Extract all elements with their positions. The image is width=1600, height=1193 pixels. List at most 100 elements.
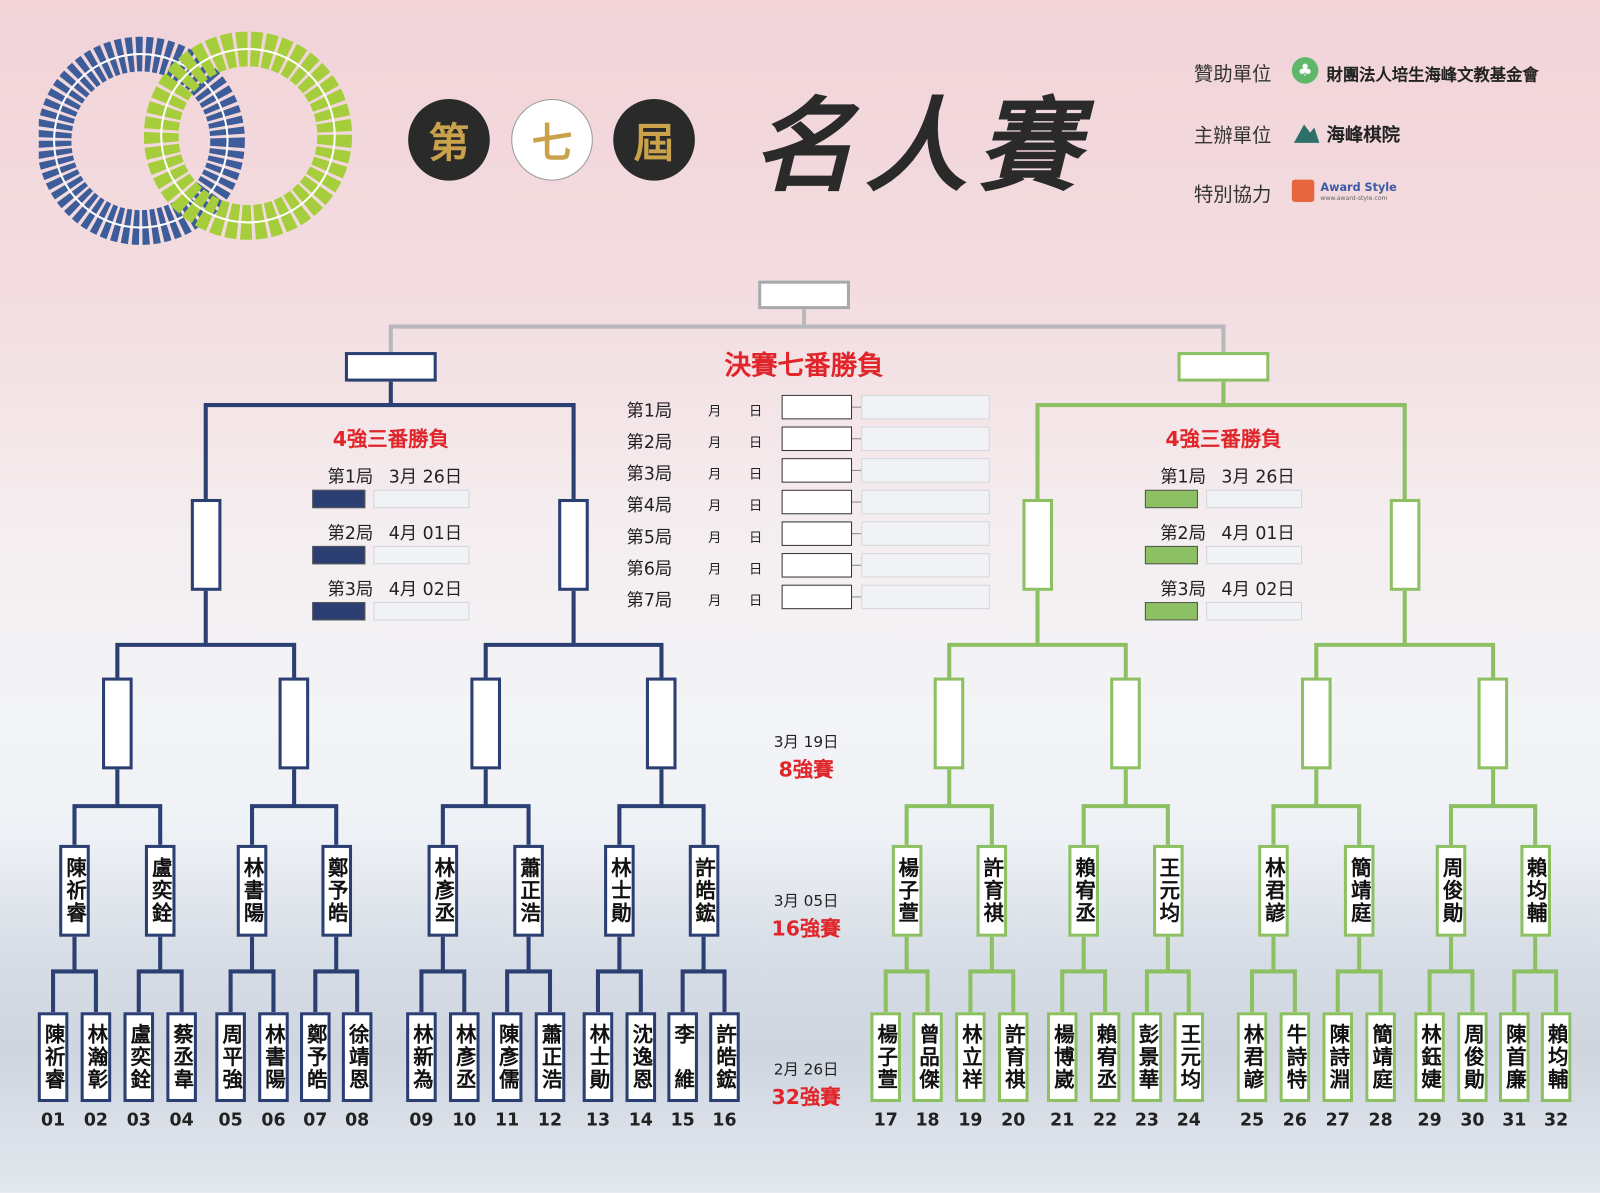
player-name: 陳彥儒 [495,1023,520,1091]
seed-number: 29 [1417,1110,1442,1131]
player-name: 林君諺 [1240,1023,1265,1091]
semifinal-result-box [312,489,366,509]
partner-role: 特別協力 [1193,183,1272,207]
bracket-connector [72,804,163,845]
tournament-logo [38,31,353,245]
bracket-connector [136,969,184,1013]
final-result-box [781,553,853,578]
day-label: 日 [748,404,763,420]
round32-player-box: 林書陽 [258,1012,289,1103]
semifinal-title: 4強三番勝負 [332,426,449,452]
round32-player-box: 周平強 [215,1012,246,1103]
player-name: 陳祈睿 [41,1023,66,1091]
round32-player-box: 林瀚彰 [80,1012,112,1103]
round32-player-box: 徐靖恩 [341,1012,373,1103]
bracket-connector [1335,969,1383,1013]
seed-number: 05 [218,1110,243,1131]
bracket-connector [228,969,276,1013]
quarterfinal-slot [278,677,310,770]
final-result-box [781,394,853,420]
player-name: 陳詩淵 [1326,1023,1351,1091]
day-label: 日 [748,530,763,546]
seed-number: 28 [1368,1110,1393,1131]
player-name: 陳祈睿 [62,857,88,925]
round-date: 3月 05日 [773,891,839,911]
round16-player-box: 林書陽 [236,844,268,937]
bracket-connector [440,804,531,845]
seed-number: 14 [628,1110,653,1131]
final-game-label: 第2局 [626,432,673,454]
seed-number: 27 [1325,1110,1350,1131]
round16-player-box: 簡靖庭 [1343,844,1375,937]
edition-badge: 七 [511,98,593,181]
player-name: 許育祺 [1001,1023,1027,1091]
mountain-icon [1293,124,1320,143]
round32-player-box: 蕭正浩 [534,1012,566,1103]
player-name: 簡靖庭 [1368,1023,1394,1091]
semifinal-score-box [1206,602,1303,621]
bracket-connector [1081,804,1170,845]
round16-player-box: 王元均 [1152,844,1184,937]
clover-icon: ♣ [1291,57,1319,84]
bracket-connector [883,969,930,1013]
semifinal-game-date: 4月 02日 [1221,579,1295,600]
bracket-connector [1314,642,1496,678]
round32-player-box: 賴宥丞 [1089,1012,1121,1103]
round32-player-box: 林君諺 [1236,1012,1268,1103]
page-title: 名人賽 [753,85,1090,207]
round-date: 2月 26日 [773,1060,839,1079]
player-name: 賴宥丞 [1093,1023,1118,1091]
round32-player-box: 周俊勛 [1457,1012,1488,1103]
player-name: 林君諺 [1261,857,1287,925]
seed-number: 06 [261,1110,286,1131]
quarterfinal-slot [1301,677,1332,770]
award-style-icon [1291,179,1315,203]
seed-number: 12 [537,1110,563,1131]
seed-number: 01 [40,1110,66,1131]
round32-player-box: 鄭予皓 [299,1012,331,1103]
bracket-connector [249,804,339,845]
player-name: 簡靖庭 [1347,857,1372,925]
round32-player-box: 林立祥 [955,1012,986,1103]
seed-number: 04 [169,1110,194,1131]
player-name: 林新為 [409,1023,435,1091]
final-score-box [861,584,990,610]
round-date: 3月 19日 [773,732,839,752]
round32-player-box: 許皓鋐 [709,1012,740,1103]
player-name: 沈逸恩 [629,1023,654,1091]
player-name: 楊子萱 [873,1023,899,1091]
round16-player-box: 林彥丞 [427,844,459,937]
round32-player-box: 林士勛 [582,1012,614,1103]
player-name: 許皓鋐 [712,1023,738,1091]
final-result-box [781,584,853,610]
final-game-label: 第3局 [626,464,673,485]
round16-player-box: 林士勛 [604,844,635,937]
final-result-box [781,489,853,515]
bracket-connector [680,969,727,1013]
round32-player-box: 曾品傑 [912,1012,943,1103]
player-name: 盧奕銓 [127,1023,152,1091]
round16-player-box: 鄭予皓 [320,844,352,937]
player-name: 賴均輔 [1544,1023,1569,1091]
bracket-connector [483,642,664,678]
semifinal-score-box [1206,489,1303,509]
round16-player-box: 許皓鋐 [688,844,719,937]
round-name: 16強賽 [771,916,841,941]
player-name: 鄭予皓 [303,1023,329,1091]
final-title: 決賽七番勝負 [724,351,884,382]
seed-number: 17 [873,1110,898,1131]
round32-player-box: 林鈺婕 [1414,1012,1445,1103]
player-name: 林鈺婕 [1417,1023,1443,1091]
bracket-connector [904,804,994,845]
bracket-connector [1144,969,1191,1013]
quarterfinal-slot [470,677,502,770]
seed-number: 31 [1502,1110,1527,1131]
seed-number: 16 [712,1110,737,1131]
round32-player-box: 盧奕銓 [123,1012,155,1103]
player-name: 林彥丞 [431,857,456,925]
month-label: 月 [708,498,722,515]
player-name: 曾品傑 [915,1023,941,1091]
semifinal-slot [190,498,222,591]
bracket-connector [51,969,98,1013]
seed-number: 15 [670,1110,695,1131]
